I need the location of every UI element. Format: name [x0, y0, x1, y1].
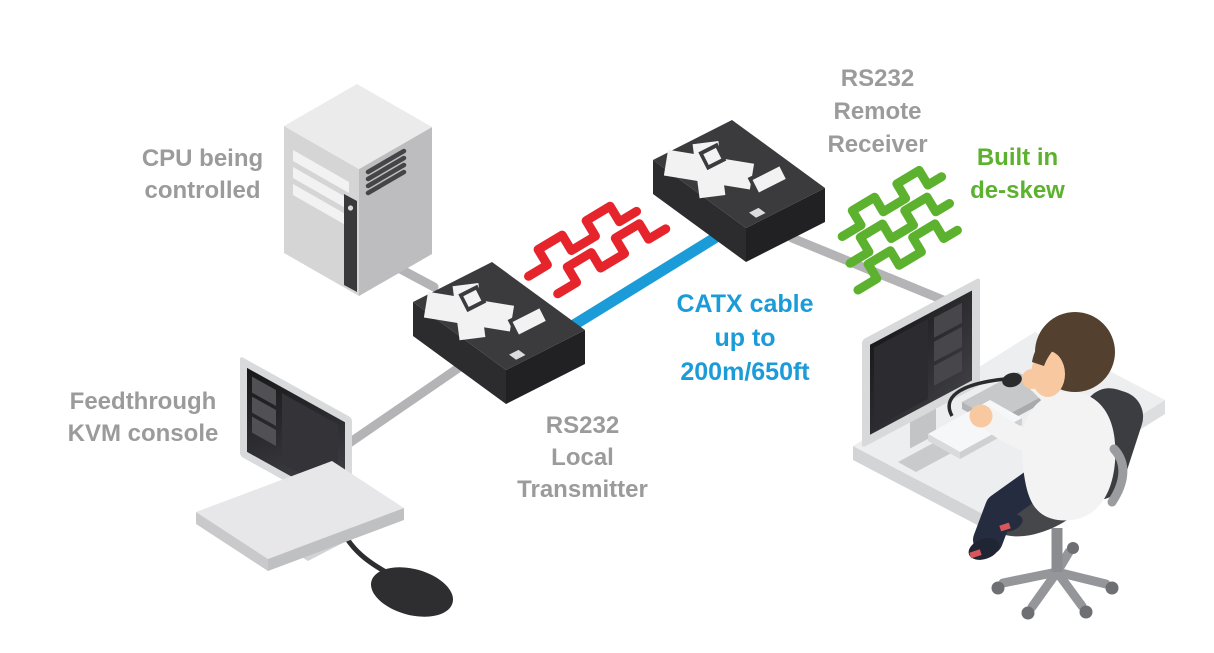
catx-cable [550, 230, 724, 342]
kvm-console-label-line1: Feedthrough [69, 388, 217, 415]
shoe-accent [969, 549, 982, 559]
receiver-label-line3: Receiver [827, 131, 928, 158]
deskewed-signal-icon [837, 165, 962, 295]
shoe-accent [999, 522, 1011, 532]
x-logo [426, 272, 546, 345]
kvm-console-icon [196, 357, 454, 617]
desk-edge [853, 446, 983, 528]
catx-cable-label-line2: up to [714, 324, 776, 352]
console-cable [337, 355, 475, 453]
catx-cable-label-line3: 200m/650ft [680, 358, 810, 386]
deskew-label-line2: de-skew [970, 177, 1065, 204]
deskew-label: Built in de-skew [935, 141, 1100, 207]
transmitter-label-line3: Transmitter [517, 476, 648, 503]
catx-cable-label-line1: CATX cable [676, 290, 814, 318]
operator-workstation-icon [853, 278, 1165, 620]
remote-receiver-device-icon [653, 120, 825, 262]
transmitter-label: RS232 Local Transmitter [485, 410, 680, 506]
brand-mark [749, 207, 766, 218]
microphone-arm [947, 377, 1006, 417]
drive-bay [293, 167, 349, 210]
mouse [370, 567, 454, 617]
person-arm [977, 407, 1056, 459]
deskew-label-line1: Built in [976, 144, 1059, 171]
cpu-label: CPU being controlled [100, 143, 305, 207]
transmitter-label-line1: RS232 [545, 412, 620, 439]
kvm-console-label-line2: KVM console [67, 420, 219, 447]
front-panel-strip [344, 194, 357, 292]
power-button [347, 205, 354, 211]
person-hand [969, 404, 993, 428]
local-transmitter-device-icon [413, 262, 585, 404]
keyboard-top [196, 461, 404, 559]
cpu-label-line1: CPU being [141, 145, 264, 172]
kvm-console-label: Feedthrough KVM console [38, 386, 248, 450]
microphone-icon [1002, 372, 1022, 388]
vent-grill [365, 148, 407, 196]
transmitter-label-line2: Local [551, 444, 614, 471]
catx-cable-label: CATX cable up to 200m/650ft [640, 287, 850, 389]
person-torso [1021, 391, 1116, 521]
drive-bay [293, 150, 349, 193]
receiver-label-line2: Remote [833, 98, 922, 125]
drive-bay [293, 184, 349, 227]
chair-casters [991, 542, 1119, 620]
chair-armrest [1107, 444, 1128, 507]
cpu-tower-icon [284, 84, 432, 296]
receiver-label-line1: RS232 [840, 65, 915, 92]
skewed-signal-icon [524, 201, 671, 299]
brand-mark [509, 349, 526, 360]
person-hair-front [1032, 331, 1076, 366]
cpu-label-line2: controlled [144, 177, 261, 204]
receiver-label: RS232 Remote Receiver [780, 62, 975, 161]
x-logo [666, 130, 786, 203]
desk-monitor-stand [910, 408, 936, 449]
